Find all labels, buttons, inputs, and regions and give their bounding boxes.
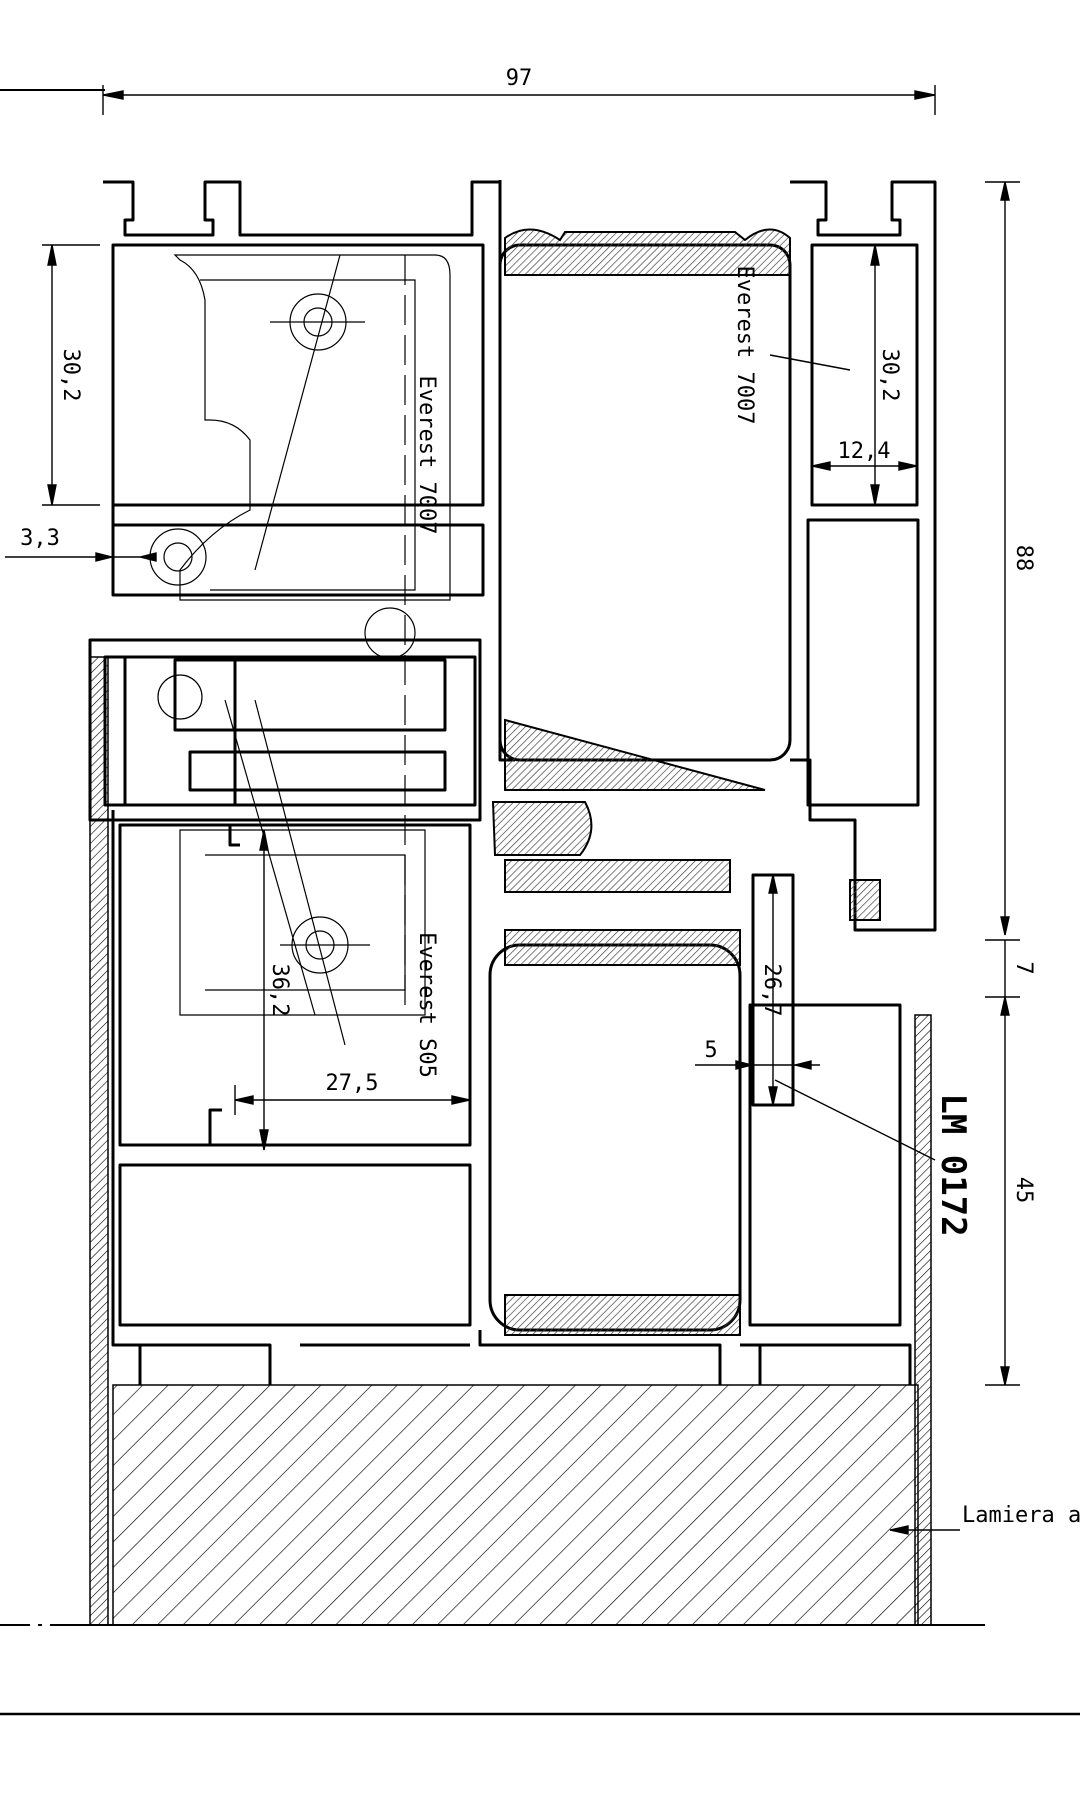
dim-width-top-right: 12,4: [838, 439, 891, 464]
dim-glazing-height: 26,7: [759, 964, 784, 1017]
label-profile-code: LM 0172: [933, 1093, 973, 1236]
dim-gap: 7: [1011, 961, 1036, 974]
dim-height-top-right: 30,2: [877, 349, 902, 402]
dim-lower-left-height: 36,2: [267, 964, 292, 1017]
dim-lower-height: 45: [1011, 1177, 1036, 1204]
label-sheet: Lamiera al: [962, 1503, 1080, 1528]
dim-glazing-width: 5: [704, 1038, 717, 1063]
label-hardware-lower: Everest S05: [414, 932, 439, 1078]
dim-overall-width: 97: [506, 66, 533, 91]
label-hardware-top-frame: Everest 7007: [732, 266, 757, 425]
dim-lower-left-width: 27,5: [326, 1071, 379, 1096]
gaskets: [491, 228, 881, 1336]
dim-left-offset: 3,3: [20, 526, 60, 551]
hardware-outline: [149, 254, 451, 1046]
wall-section: [89, 656, 932, 1626]
dim-height-top-left: 30,2: [58, 349, 83, 402]
label-hardware-top-sash: Everest 7007: [414, 376, 439, 535]
dim-total-height: 88: [1011, 545, 1036, 572]
